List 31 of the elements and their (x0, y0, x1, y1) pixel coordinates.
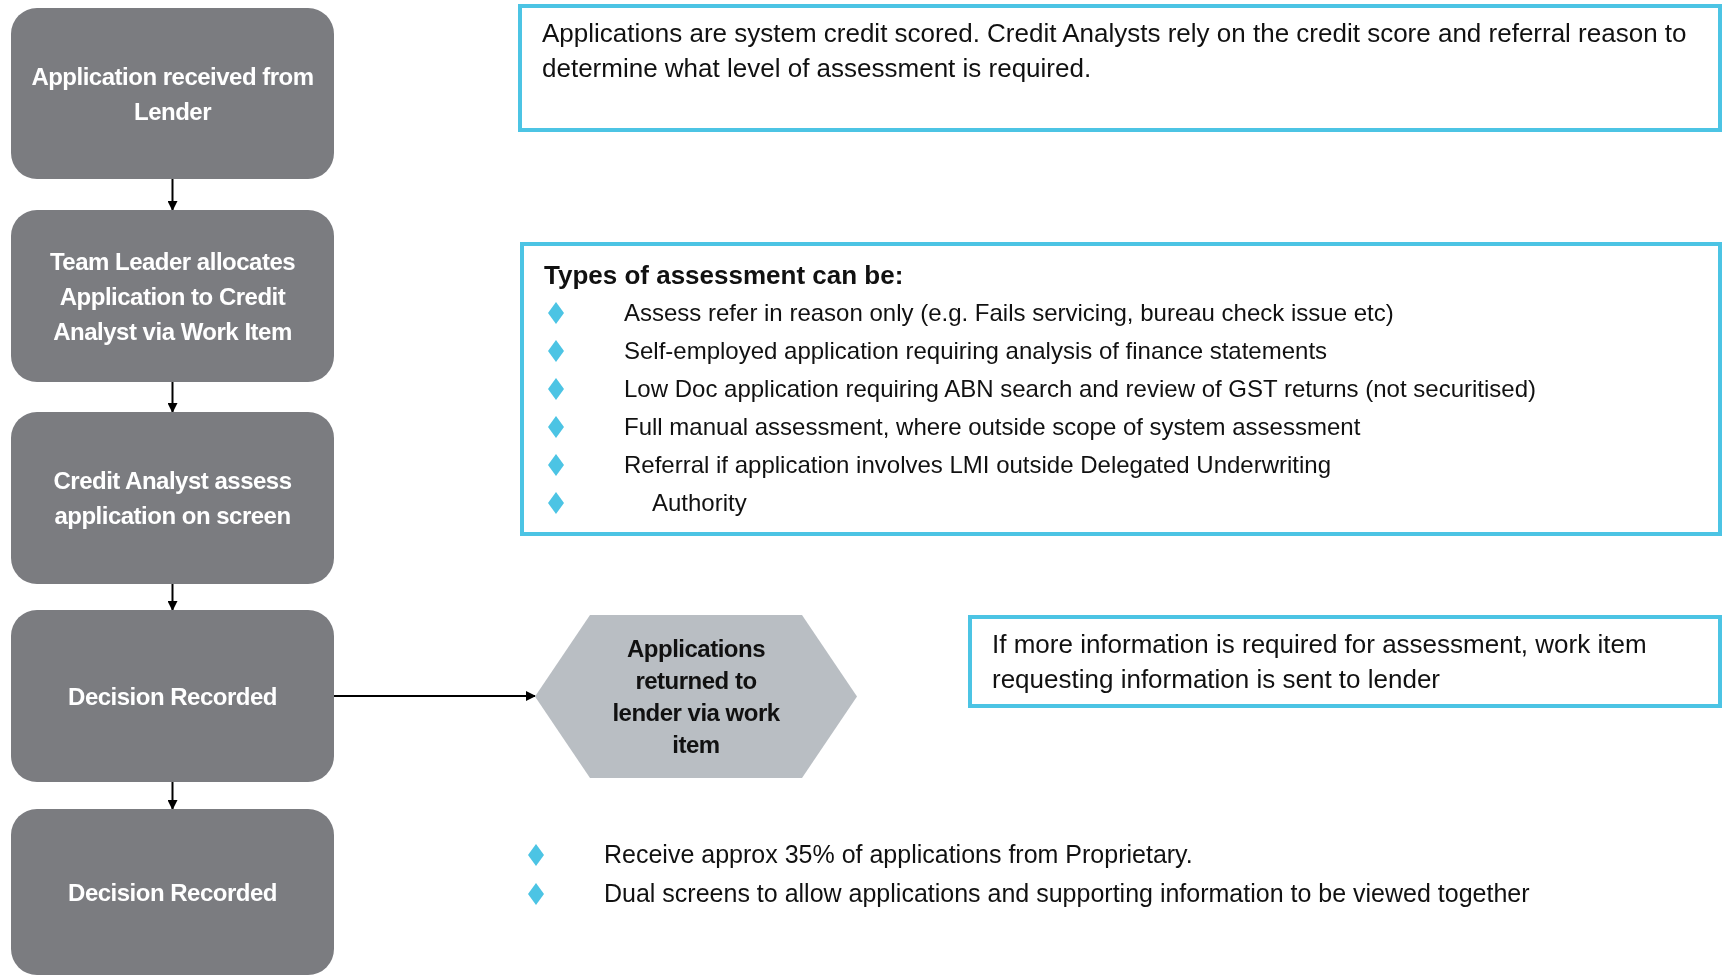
arrow (167, 781, 178, 810)
node-label: Applications returned to lender via work item (611, 633, 781, 760)
process-box (11, 610, 334, 782)
bullet-text: Assess refer in reason only (e.g. Fails servicing, bureau check issue etc) (624, 298, 1394, 328)
process-box (11, 8, 334, 179)
node-label: Team Leader allocates Application to Credit Analyst via Work Item (48, 246, 297, 347)
node-label: Decision Recorded (67, 877, 278, 908)
node-label: Credit Analyst assess application on screen (52, 466, 293, 531)
arrow (167, 178, 178, 211)
info-box (520, 242, 1722, 536)
info-text: Applications are system credit scored. Credit Analysts rely on the credit score and referral reason to determine what level of assessment is required. (542, 17, 1688, 85)
bullet-text: Full manual assessment, where outside scope of system assessment (624, 412, 1361, 442)
arrow (333, 691, 536, 701)
arrow (167, 381, 178, 413)
bullet-text: Authority (652, 488, 747, 518)
process-box (11, 412, 334, 584)
process-box (11, 210, 334, 382)
info-box (518, 4, 1722, 132)
hexagon-node (535, 615, 857, 778)
bullet-text: Dual screens to allow applications and supporting information to be viewed together (604, 879, 1530, 908)
node-label: Decision Recorded (67, 681, 278, 712)
process-box (11, 809, 334, 975)
info-text: If more information is required for assessment, work item requesting information is sent to lender (992, 628, 1648, 696)
bullet-text: Low Doc application requiring ABN search and review of GST returns (not securitised) (624, 374, 1536, 404)
bullet-text: Self-employed application requiring analysis of finance statements (624, 336, 1328, 366)
node-label: Application received from Lender (30, 61, 315, 127)
arrow (167, 583, 178, 611)
info-box (968, 615, 1722, 708)
box-heading: Types of assessment can be: (544, 259, 905, 292)
bullet-text: Receive approx 35% of applications from Proprietary. (604, 840, 1193, 869)
bullet-text: Referral if application involves LMI outside Delegated Underwriting (624, 450, 1332, 480)
